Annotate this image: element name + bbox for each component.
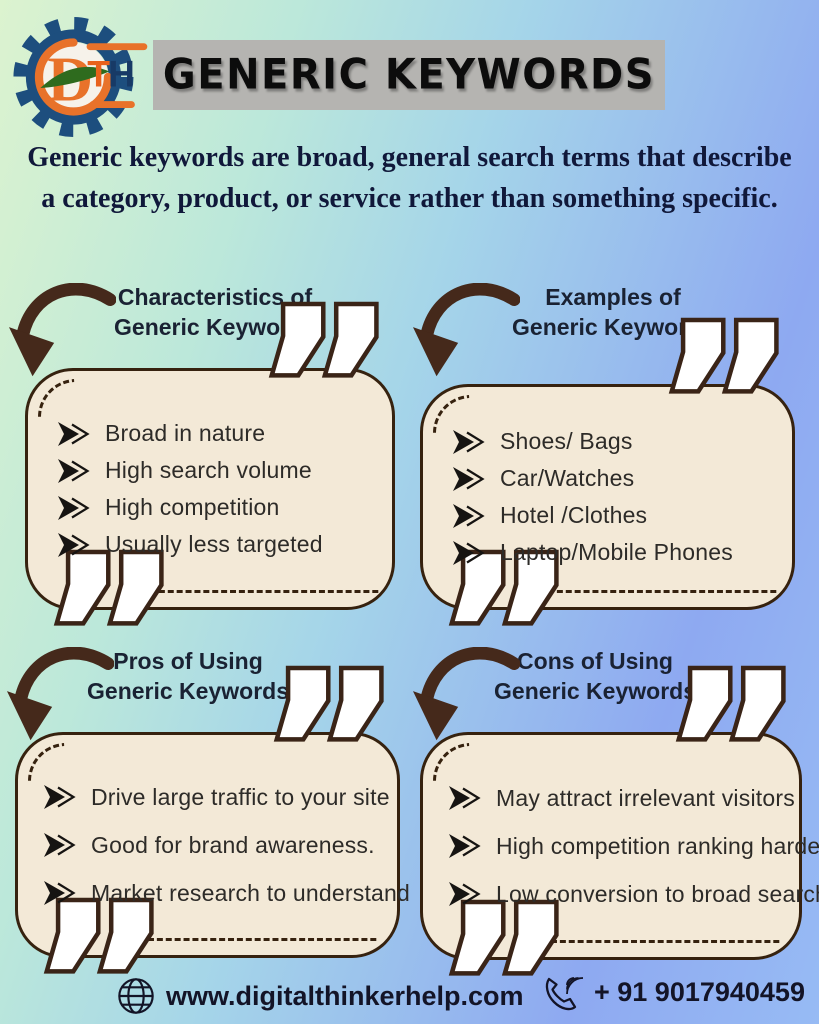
dth-gear-logo-icon: D T H [13,16,148,138]
list-item: Hotel /Clothes [451,502,778,530]
list-item-label: Broad in nature [105,420,266,446]
footer-phone: + 91 9017940459 [538,970,805,1014]
arrow-bullet-icon [56,420,89,447]
arrow-bullet-icon [451,502,484,529]
list-item: High competition [56,494,378,522]
phone-number: + 91 9017940459 [594,976,805,1007]
content-box-pros: Drive large traffic to your site Good fo… [12,732,410,958]
list-item: Broad in nature [56,420,378,448]
list-item: Usually less targeted [56,531,378,559]
list-item-label: Laptop/Mobile Phones [500,539,733,565]
list-item: Shoes/ Bags [451,428,778,456]
website-label: www.digitalthinkerhelp.com [166,980,524,1011]
arrow-bullet-icon [447,784,480,812]
list-item-label: Car/Watches [500,465,635,491]
list-item-label: Shoes/ Bags [500,428,633,454]
list-item-label: Market research to understand [91,879,411,906]
arrow-bullet-icon [451,428,484,455]
list-item: Market research to understand [42,879,410,907]
footer-website: www.digitalthinkerhelp.com [116,976,524,1016]
list-item-label: Usually less targeted [105,531,323,557]
content-box-cons: May attract irrelevant visitors High com… [417,732,819,960]
arrow-bullet-icon [42,783,75,811]
list-item-label: High competition ranking harder [496,832,819,859]
subtitle-text: Generic keywords are broad, general sear… [27,142,792,214]
arrow-bullet-icon [42,831,75,859]
list-item: High competition ranking harder [447,832,819,860]
content-box-examples: Shoes/ Bags Car/Watches Hotel /Clothes L… [417,384,795,610]
list-item-label: High search volume [105,457,312,483]
arrow-bullet-icon [56,531,89,558]
arrow-bullet-icon [42,879,75,907]
list-item-label: Drive large traffic to your site [91,783,390,810]
arrow-bullet-icon [56,494,89,521]
logo-letter-t: T [87,53,110,95]
list-item-label: Good for brand awareness. [91,831,375,858]
logo-leaf-icon [40,66,110,89]
logo-letter-h: H [108,53,135,95]
arrow-bullet-icon [56,457,89,484]
list-item: May attract irrelevant visitors [447,784,795,812]
content-box-characteristics: Broad in nature High search volume High … [22,368,395,610]
title-bar: GENERIC KEYWORDS [153,40,665,110]
list-item: Drive large traffic to your site [42,783,390,811]
list-item: Laptop/Mobile Phones [451,539,778,567]
globe-icon [118,978,154,1014]
arrow-bullet-icon [451,539,484,566]
list-item-label: May attract irrelevant visitors [496,784,795,811]
list-item: Car/Watches [451,465,778,493]
list-item: High search volume [56,457,378,485]
list-item-label: Low conversion to broad search [496,880,819,907]
list-item-label: High competition [105,494,280,520]
list-item-label: Hotel /Clothes [500,502,648,528]
page-title: GENERIC KEYWORDS [162,51,656,99]
arrow-bullet-icon [451,465,484,492]
arrow-bullet-icon [447,880,480,908]
arrow-bullet-icon [447,832,480,860]
phone-handset-icon [545,977,584,1011]
list-item: Low conversion to broad search [447,880,819,908]
list-item: Good for brand awareness. [42,831,383,859]
curved-arrow-icon [412,283,520,383]
